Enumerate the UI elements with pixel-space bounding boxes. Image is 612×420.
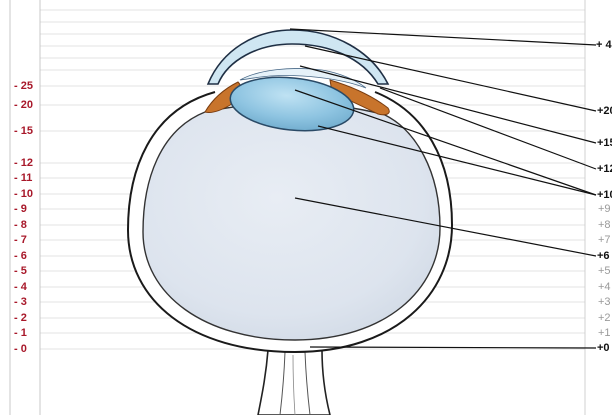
scale-label-minus-25: - 25 [14, 80, 33, 92]
right-label-plus-6: +6 [597, 250, 610, 262]
scale-label-minus-5: - 5 [14, 265, 27, 277]
scale-label-minus-4: - 4 [14, 281, 27, 293]
scale-label-minus-3: - 3 [14, 296, 27, 308]
right-label-plus-2: +2 [598, 312, 611, 324]
right-label-plus-1: +1 [598, 327, 611, 339]
scale-label-minus-10: - 10 [14, 188, 33, 200]
scale-label-minus-2: - 2 [14, 312, 27, 324]
right-label-plus-10: +10 [597, 189, 612, 201]
right-label-plus-3: +3 [598, 296, 611, 308]
scale-label-minus-12: - 12 [14, 157, 33, 169]
right-label-plus-5: +5 [598, 265, 611, 277]
scale-label-minus-8: - 8 [14, 219, 27, 231]
scale-label-minus-0: - 0 [14, 343, 27, 355]
scale-label-minus-1: - 1 [14, 327, 27, 339]
right-label-plus-0: +0 [597, 342, 610, 354]
right-label-plus-20: +20 [597, 105, 612, 117]
right-label-plus-8: +8 [598, 219, 611, 231]
right-label-plus-9: +9 [598, 203, 611, 215]
right-label-plus-4: +4 [598, 281, 611, 293]
scale-label-minus-9: - 9 [14, 203, 27, 215]
vitreous-body [143, 103, 440, 340]
scale-label-minus-6: - 6 [14, 250, 27, 262]
right-label-plus-15: +15 [597, 137, 612, 149]
scale-label-minus-11: - 11 [14, 172, 32, 184]
scale-label-minus-7: - 7 [14, 234, 27, 246]
right-label-plus-12: +12 [597, 163, 612, 175]
right-label-cornea-front: + 4 [596, 39, 612, 51]
optic-nerve [258, 344, 330, 415]
right-label-plus-7: +7 [598, 234, 611, 246]
scale-label-minus-15: - 15 [14, 125, 33, 137]
scale-label-minus-20: - 20 [14, 99, 33, 111]
